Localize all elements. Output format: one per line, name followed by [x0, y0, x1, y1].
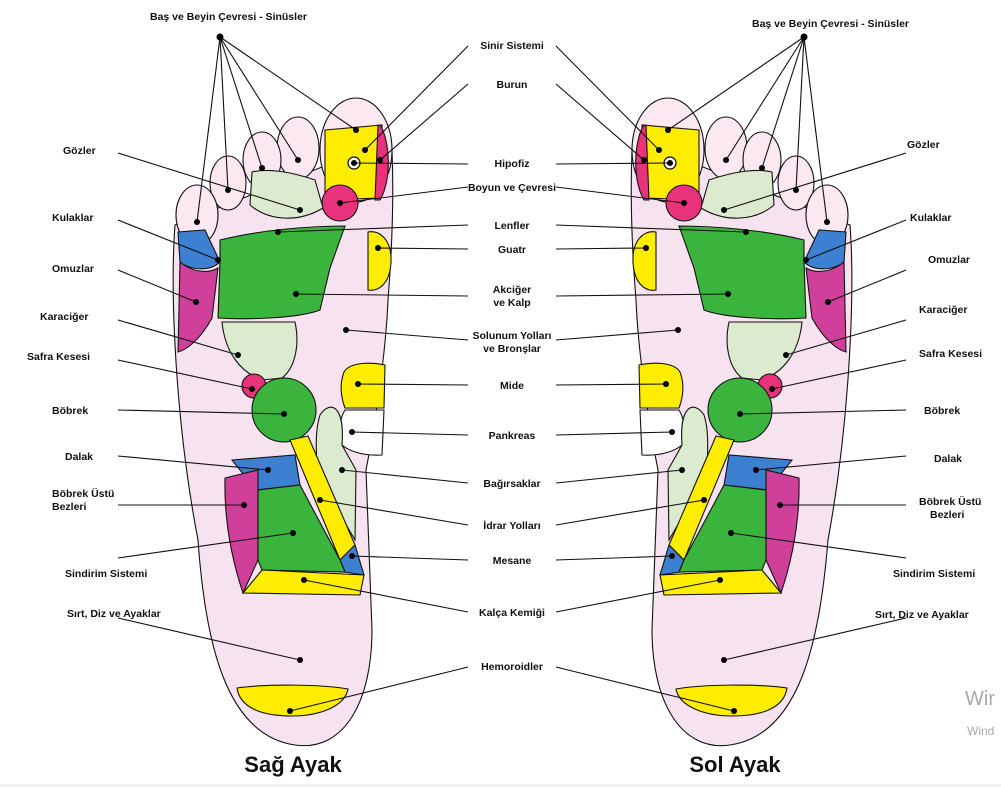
label-hip: Kalça Kemiği [479, 607, 545, 619]
label-liver-right: Karaciğer [919, 304, 967, 316]
right-foot [173, 98, 393, 746]
label-ears-left: Kulaklar [52, 212, 93, 224]
label-digestive-right: Sindirim Sistemi [893, 568, 975, 580]
label-head-right: Baş ve Beyin Çevresi - Sinüsler [752, 18, 909, 30]
label-spleen-left: Dalak [65, 451, 93, 463]
title-right-foot: Sağ Ayak [244, 752, 342, 777]
label-intestines: Bağırsaklar [483, 478, 540, 490]
label-spleen-right: Dalak [934, 453, 962, 465]
label-gallbladder-left: Safra Kesesi [27, 351, 90, 363]
label-pancreas: Pankreas [489, 430, 536, 442]
left-kidney-zone [708, 378, 772, 442]
right-kidney-zone [252, 378, 316, 442]
label-nervous: Sinir Sistemi [480, 40, 544, 52]
left-toe-2 [705, 117, 747, 179]
label-lungs-2: ve Kalp [493, 297, 530, 309]
label-liver-left: Karaciğer [40, 311, 88, 323]
label-nose: Burun [497, 79, 528, 91]
label-airways-1: Solunum Yolları [473, 330, 552, 342]
label-digestive-left: Sindirim Sistemi [65, 568, 147, 580]
label-kidney-left: Böbrek [52, 405, 88, 417]
right-toe-2 [277, 117, 319, 179]
label-gallbladder-right: Safra Kesesi [919, 348, 982, 360]
left-stomach-zone [639, 363, 683, 408]
label-bladder: Mesane [493, 555, 532, 567]
right-stomach-zone [341, 363, 385, 408]
label-lungs-1: Akciğer [493, 284, 532, 296]
label-urinary: İdrar Yolları [483, 519, 540, 532]
label-pituitary: Hipofiz [495, 158, 530, 170]
label-airways-2: ve Bronşlar [483, 343, 541, 355]
label-shoulders-right: Omuzlar [928, 254, 970, 266]
label-lymph: Lenfler [494, 220, 529, 232]
label-adrenal-left-1: Böbrek Üstü [52, 487, 114, 500]
label-hemorrhoids: Hemoroidler [481, 661, 543, 673]
label-adrenal-right-2: Bezleri [930, 509, 965, 521]
label-back-left: Sırt, Diz ve Ayaklar [67, 608, 161, 620]
watermark-line-2: Wind [967, 724, 994, 738]
label-head-left: Baş ve Beyin Çevresi - Sinüsler [150, 11, 307, 23]
label-thyroid: Guatr [498, 244, 526, 256]
label-adrenal-right-1: Böbrek Üstü [919, 495, 981, 508]
title-left-foot: Sol Ayak [689, 752, 781, 777]
label-stomach: Mide [500, 380, 524, 392]
label-ears-right: Kulaklar [910, 212, 951, 224]
label-neck: Boyun ve Çevresi [468, 182, 556, 194]
label-adrenal-left-2: Bezleri [52, 501, 87, 513]
left-foot [631, 98, 852, 746]
label-kidney-right: Böbrek [924, 405, 960, 417]
label-shoulders-left: Omuzlar [52, 263, 94, 275]
label-eyes-right: Gözler [907, 139, 940, 151]
label-back-right: Sırt, Diz ve Ayaklar [875, 609, 969, 621]
watermark-line-1: Wir [965, 688, 995, 711]
label-eyes-left: Gözler [63, 145, 96, 157]
